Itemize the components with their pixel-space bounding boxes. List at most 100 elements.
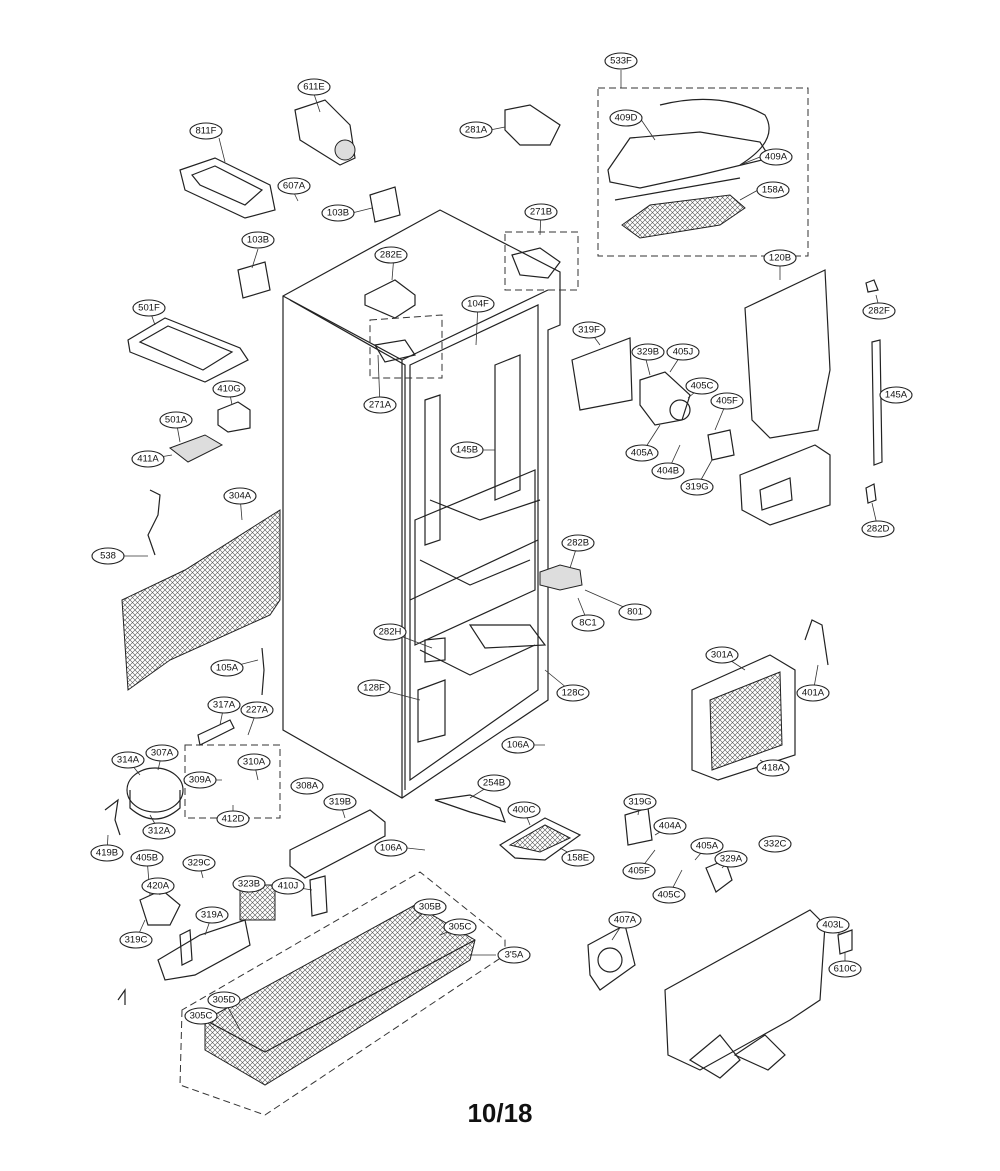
callout-label: 405C [658, 890, 681, 901]
fan-motor-404b [639, 371, 691, 426]
callout-301a: 301A [705, 646, 739, 664]
callout-bubble [374, 839, 408, 857]
callout-bubble [796, 684, 830, 702]
callout-315a: 3'5A [497, 946, 531, 964]
callout-bubble [91, 547, 125, 565]
callout-bubble [321, 204, 355, 222]
callout-304a: 304A [223, 487, 257, 505]
callout-bubble [862, 302, 896, 320]
callout-323b: 323B [232, 875, 266, 893]
callout-label: 158A [762, 185, 785, 196]
callout-label: 329B [637, 347, 659, 358]
callout-label: 308A [296, 781, 319, 792]
callout-bubble [625, 444, 659, 462]
panel-304a [121, 509, 281, 691]
callout-bubble [184, 1007, 218, 1025]
callout-label: 305D [213, 995, 236, 1006]
motor-420a [139, 889, 181, 926]
callout-label: 103B [247, 235, 269, 246]
callout-bubble [571, 614, 605, 632]
callout-bubble [756, 759, 790, 777]
callout-bubble [413, 898, 447, 916]
rear-cover-332c [664, 909, 826, 1071]
rail-254b [434, 794, 506, 823]
callout-120b: 120B [763, 249, 797, 267]
callout-bubble [459, 121, 493, 139]
callout-bubble [159, 411, 193, 429]
callout-label: 128C [562, 688, 585, 699]
callout-label: 801 [627, 607, 643, 618]
callout-bubble [618, 603, 652, 621]
callout-label: 227A [246, 705, 269, 716]
callout-label: 3'5A [505, 950, 524, 961]
bracket-403l [837, 929, 853, 955]
callout-bubble [561, 534, 595, 552]
duct-lower [739, 444, 831, 526]
callout-314a: 314A [111, 751, 145, 769]
callout-label: 282E [380, 250, 402, 261]
callout-305c-bottom: 305C [184, 1007, 218, 1025]
callout-label: 418A [762, 763, 785, 774]
callout-bubble [477, 774, 511, 792]
callout-label: 400C [513, 805, 536, 816]
cover-409d [607, 131, 771, 189]
callout-319f: 319F [572, 321, 606, 339]
callout-319g-top: 319G [680, 478, 714, 496]
callout-bubble [212, 380, 246, 398]
callout-bubble [130, 849, 164, 867]
base-plate-315a [204, 904, 476, 1086]
callout-282d: 282D [861, 520, 895, 538]
callout-411a: 411A [131, 450, 165, 468]
callout-405a-top: 405A [625, 444, 659, 462]
callout-label: 501F [138, 303, 160, 314]
callout-label: 304A [229, 491, 252, 502]
callout-bubble [145, 744, 179, 762]
callout-label: 305B [419, 902, 441, 913]
callout-308a: 308A [290, 777, 324, 795]
fan-407a [587, 924, 636, 991]
callout-319a: 319A [195, 906, 229, 924]
callout-label: 305C [449, 922, 472, 933]
capacitor-317a [197, 719, 235, 746]
callout-bubble [666, 343, 700, 361]
callout-145b: 145B [450, 441, 484, 459]
callout-bubble [705, 646, 739, 664]
callout-bubble [183, 771, 217, 789]
callout-label: 105A [216, 663, 239, 674]
relay-410g [217, 401, 251, 433]
callout-103b-top: 103B [321, 204, 355, 222]
callout-label: 145A [885, 390, 908, 401]
callout-label: 410G [217, 384, 240, 395]
heater-145a [871, 339, 883, 466]
callout-bubble [450, 441, 484, 459]
callout-bubble [861, 520, 895, 538]
callout-bubble [631, 343, 665, 361]
callout-label: 420A [147, 881, 170, 892]
callout-bubble [90, 844, 124, 862]
callout-label: 282B [567, 538, 589, 549]
callout-404a: 404A [653, 817, 687, 835]
callout-label: 106A [380, 843, 403, 854]
callout-label: 405F [716, 396, 738, 407]
callout-305b: 305B [413, 898, 447, 916]
callout-label: 501A [165, 415, 188, 426]
callout-405f-top: 405F [710, 392, 744, 410]
callout-label: 405A [631, 448, 654, 459]
callout-105a: 105A [210, 659, 244, 677]
callout-bubble [763, 249, 797, 267]
callout-312a: 312A [142, 822, 176, 840]
tray-501f [127, 317, 249, 383]
callout-bubble [561, 849, 595, 867]
page-number: 10/18 [467, 1098, 533, 1128]
callout-bubble [131, 450, 165, 468]
callout-319c: 319C [119, 931, 153, 949]
callout-310a: 310A [237, 753, 271, 771]
callout-bubble [237, 753, 271, 771]
callout-label: 607A [283, 181, 306, 192]
callout-319g-bottom: 319G [623, 793, 657, 811]
callout-309a: 309A [183, 771, 217, 789]
callout-label: 405A [696, 841, 719, 852]
callout-282b: 282B [561, 534, 595, 552]
callout-404b: 404B [651, 462, 685, 480]
